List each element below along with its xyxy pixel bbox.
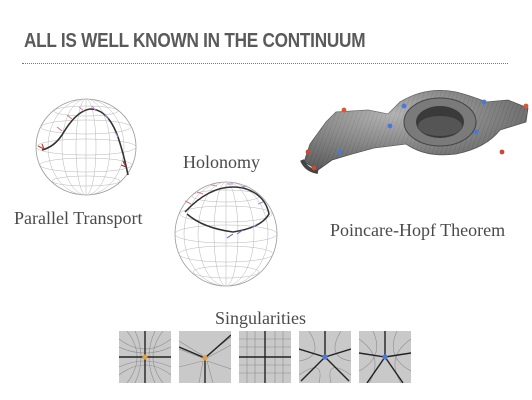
parallel-transport-sphere: [35, 98, 137, 196]
poincare-hopf-mesh: [300, 89, 529, 174]
parallel-transport-label: Parallel Transport: [14, 208, 143, 228]
singularity-tile: [299, 331, 351, 383]
singularity-tile: [119, 331, 171, 383]
singularity-tile: [359, 331, 411, 383]
singularity-tile: [239, 331, 291, 383]
singularity-tile: [179, 331, 231, 383]
singularities-label: Singularities: [215, 308, 306, 328]
poincare-hopf-label: Poincare-Hopf Theorem: [330, 220, 506, 240]
holonomy-sphere: [174, 181, 278, 287]
holonomy-label: Holonomy: [183, 152, 261, 172]
slide-title: ALL IS WELL KNOWN IN THE CONTINUUM: [24, 30, 366, 52]
title-divider: [22, 63, 508, 64]
